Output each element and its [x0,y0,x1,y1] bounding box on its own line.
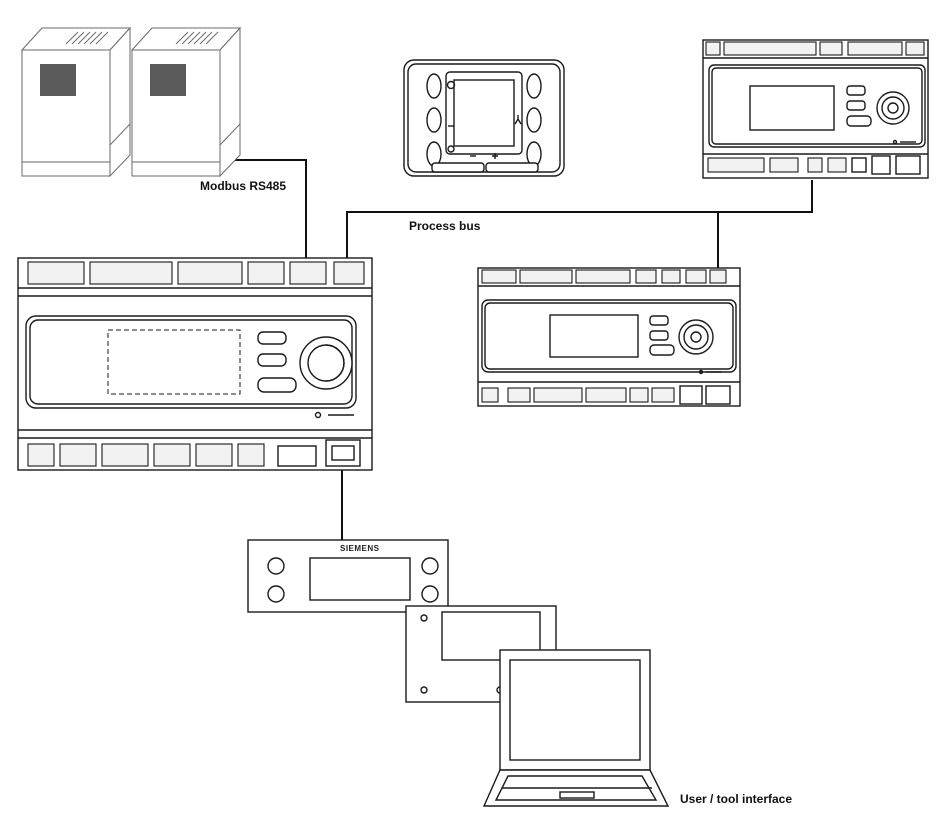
room-unit-display [453,79,515,147]
laptop-screen [509,659,641,761]
controller-middle-right-display [549,314,639,358]
operator-panel-brand: SIEMENS [340,544,380,553]
room-operator-unit [403,59,565,177]
main-controller [17,257,373,471]
laptop [482,649,670,807]
modbus-device-left [20,26,132,178]
operator-panel: SIEMENS [247,539,449,613]
modbus-device-right [130,26,242,178]
connection-lines [210,159,813,540]
modbus-devices [20,26,242,178]
process-bus-label: Process bus [409,219,481,233]
modbus-device-left-panel [40,64,76,96]
modbus-line [210,159,307,258]
user-tool-interface-label: User / tool interface [680,792,792,806]
process-bus-line [346,180,813,268]
controller-top-right-display [749,85,835,131]
main-controller-display [107,329,241,395]
controller-top-right [702,39,929,179]
controller-middle-right [477,267,741,407]
modbus-device-right-panel [150,64,186,96]
modbus-label: Modbus RS485 [200,179,286,193]
operator-panel-display [309,557,411,601]
